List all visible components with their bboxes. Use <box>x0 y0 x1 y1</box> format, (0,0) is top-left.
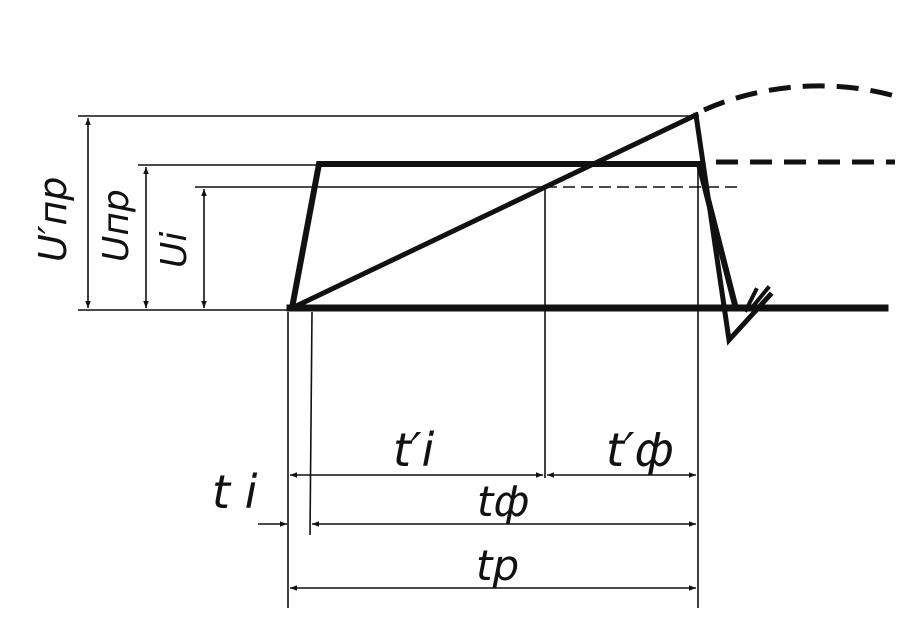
time-extension-lines <box>287 165 699 608</box>
t-f-prime-label: t′ф <box>606 423 674 477</box>
dashed-rise-curve <box>702 83 896 113</box>
t-i-end-extension <box>309 311 313 536</box>
drop-tick-2 <box>751 285 771 308</box>
t-f-label: tф <box>477 477 529 526</box>
level-extension-lines <box>78 115 696 311</box>
u-i-label: Ui <box>154 232 195 268</box>
t-i-label: t i <box>212 465 258 519</box>
trapezoid-pulse <box>288 161 739 312</box>
t-i-prime-label: t′i <box>393 423 434 477</box>
drop-tick <box>743 287 759 313</box>
linear-ramp <box>288 111 700 312</box>
u-pr-prime-label: U′пр <box>31 177 75 262</box>
u-pr-label: Uпр <box>96 189 137 262</box>
time-dimension-arrows <box>258 472 696 591</box>
voltage-dimension-arrows <box>85 118 207 308</box>
pulse-waveform <box>286 111 889 346</box>
voltage-labels: U′пр Uпр Ui <box>31 177 195 268</box>
breakdown-drop <box>693 112 774 346</box>
t-p-label: tp <box>476 541 519 590</box>
time-labels: t′i t′ф t i tф tp <box>212 423 674 590</box>
dashed-continuations <box>702 83 896 165</box>
